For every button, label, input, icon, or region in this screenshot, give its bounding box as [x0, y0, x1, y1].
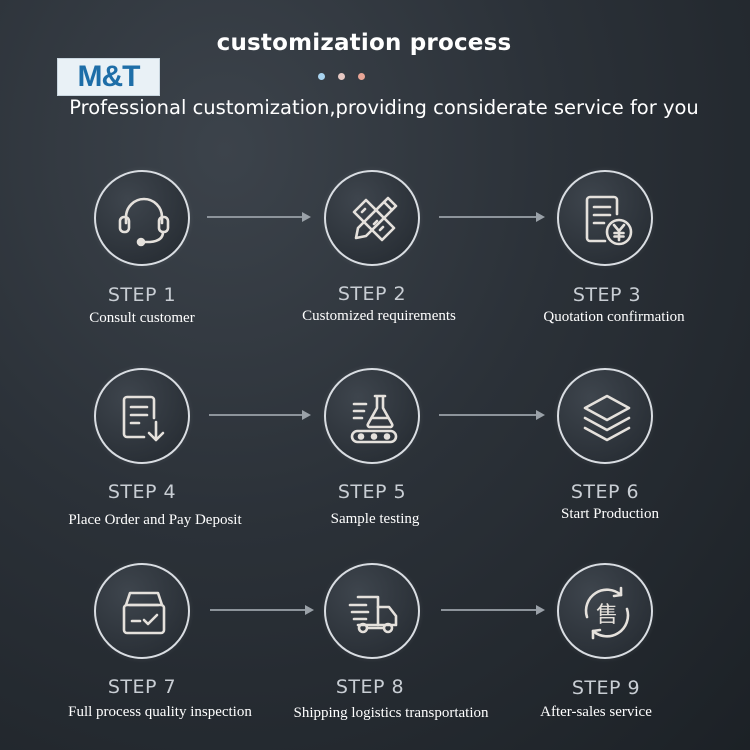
step-2-desc: Customized requirements	[302, 308, 456, 324]
step-3-circle	[557, 170, 653, 266]
step-8-desc: Shipping logistics transportation	[293, 705, 489, 721]
layers-icon	[583, 394, 631, 442]
step-3-label: STEP 3	[572, 284, 642, 306]
step-4-desc: Place Order and Pay Deposit	[68, 512, 242, 528]
truck-icon	[348, 595, 398, 634]
page-title: customization process	[216, 30, 512, 56]
arrow-2-3	[439, 212, 545, 222]
pencil-ruler-icon	[352, 196, 398, 242]
step-7-circle	[94, 563, 190, 659]
decorative-dots	[318, 73, 365, 80]
step-5-circle	[324, 368, 420, 464]
step-9-desc: After-sales service	[540, 704, 652, 720]
step-4-label: STEP 4	[107, 481, 177, 503]
step-3-desc: Quotation confirmation	[543, 309, 685, 325]
step-5-label: STEP 5	[337, 481, 407, 503]
step-6-circle	[557, 368, 653, 464]
box-check-icon	[122, 591, 166, 635]
arrow-8-9	[441, 605, 545, 615]
step-4-circle	[94, 368, 190, 464]
step-1-circle	[94, 170, 190, 266]
arrow-4-5	[209, 410, 311, 420]
quotation-yen-icon	[585, 195, 633, 246]
arrow-1-2	[207, 212, 311, 222]
page-subtitle: Professional customization,providing con…	[69, 96, 699, 119]
logo: M&T	[57, 58, 160, 96]
step-5-desc: Sample testing	[330, 511, 420, 527]
logo-text: M&T	[77, 60, 141, 93]
step-9-label: STEP 9	[571, 677, 641, 699]
step-1-label: STEP 1	[107, 284, 177, 306]
step-2-label: STEP 2	[337, 283, 407, 305]
step-6-desc: Start Production	[561, 506, 659, 522]
step-7-label: STEP 7	[107, 676, 177, 698]
svg-text:售: 售	[596, 603, 618, 628]
step-8-circle	[324, 563, 420, 659]
after-sales-icon: 售	[584, 586, 630, 640]
step-7-desc: Full process quality inspection	[68, 704, 252, 720]
step-8-label: STEP 8	[335, 676, 405, 698]
step-6-label: STEP 6	[570, 481, 640, 503]
arrow-5-6	[439, 410, 545, 420]
arrow-7-8	[210, 605, 314, 615]
step-9-circle: 售	[557, 563, 653, 659]
dot-2	[338, 73, 345, 80]
dot-1	[318, 73, 325, 80]
flask-conveyor-icon	[350, 394, 398, 444]
dot-3	[358, 73, 365, 80]
step-2-circle	[324, 170, 420, 266]
step-1-desc: Consult customer	[89, 310, 195, 326]
headset-icon	[118, 197, 170, 247]
order-download-icon	[122, 395, 165, 442]
